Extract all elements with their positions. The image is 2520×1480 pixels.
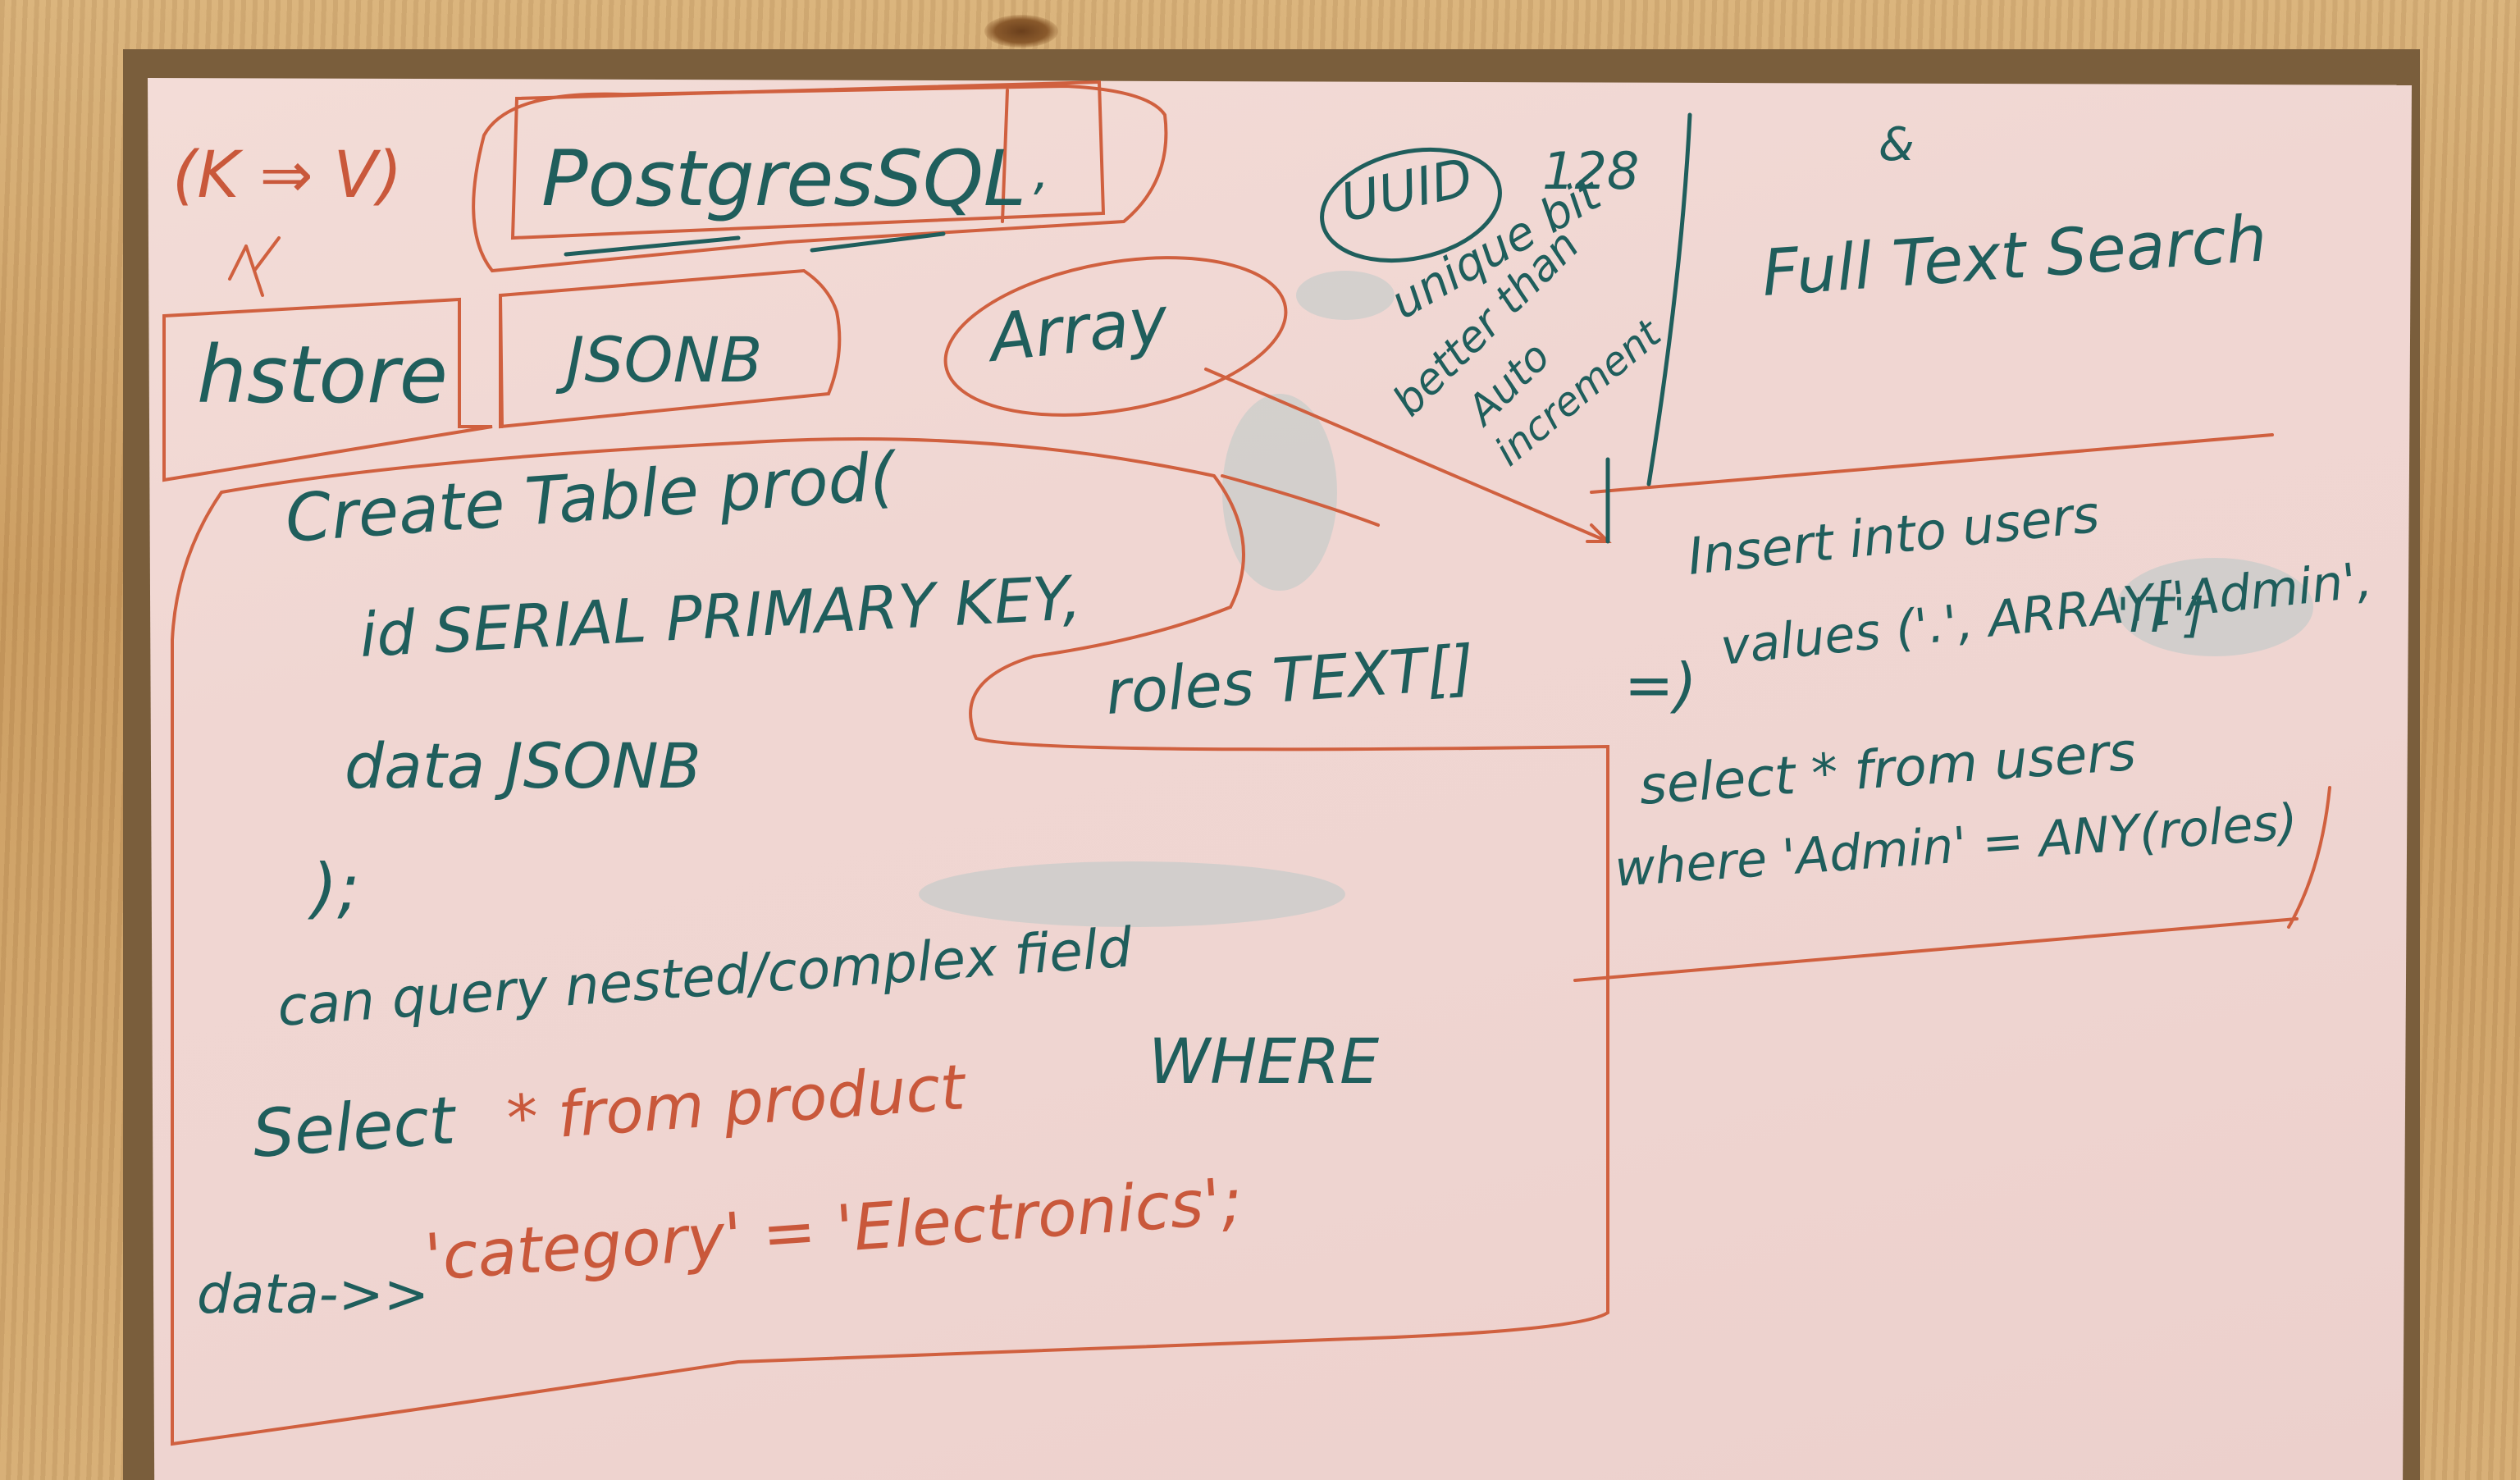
roles-arrow: =): [1624, 651, 1696, 719]
uuid-label: UUID: [1335, 148, 1478, 235]
uuid-bits: 128: [1542, 141, 1639, 201]
create-table-region: [171, 437, 1609, 1446]
kv-arrow: [228, 236, 281, 297]
kv-note: (K ⇒ V): [172, 139, 402, 212]
array-label: Array: [982, 282, 1172, 377]
array-link-line: [1221, 474, 1380, 527]
jsonb-box: [499, 268, 842, 429]
hstore-box: [162, 297, 493, 482]
insert-line1: Insert into users: [1685, 484, 2102, 587]
uuid-oval: [1320, 147, 1502, 263]
right-panel-edge: [2287, 786, 2331, 929]
eraser-smudge: [1296, 271, 1395, 320]
right-panel-bottom-line: [1573, 917, 2299, 982]
insert-line3: 'IT']: [2116, 587, 2204, 643]
roles-column: roles TEXT[]: [1103, 633, 1476, 729]
title-side-mark: ,: [1034, 144, 1049, 201]
query-from-clause: * from product: [504, 1050, 970, 1155]
create-table-line3: data JSONB: [345, 729, 701, 802]
title-outline: [472, 84, 1168, 273]
query-select-keyword: Select: [250, 1082, 459, 1172]
eraser-smudge: [2116, 558, 2313, 656]
query-data-operator: data->>: [197, 1263, 429, 1326]
query-where-keyword: WHERE: [1148, 1025, 1379, 1098]
eraser-smudge: [919, 861, 1345, 927]
whiteboard-surface: [148, 78, 2412, 1480]
wood-knot: [984, 15, 1058, 48]
uuid-divider: [1646, 112, 1692, 486]
query-condition: 'category' = 'Electronics';: [422, 1165, 1244, 1295]
title-divider: [1001, 89, 1009, 223]
page-title: PostgresSQL: [541, 135, 1026, 224]
title-underline: [564, 235, 741, 257]
title-box: [510, 80, 1106, 240]
create-table-line1: Create Table prod(: [283, 438, 901, 557]
query-note-line1: can query nested/complex field: [276, 916, 1135, 1039]
array-arrow-line: [1204, 368, 1609, 543]
hstore-jsonb-divider: [499, 294, 504, 428]
jsonb-label: JSONB: [555, 323, 762, 396]
create-table-line4: );: [308, 850, 359, 926]
select-line1: select * from users: [1637, 722, 2138, 817]
title-underline: [810, 231, 946, 253]
fts-label: Full Text Search: [1760, 202, 2269, 311]
fts-ampersand: &: [1879, 118, 1915, 171]
create-table-line2: id SERIAL PRIMARY KEY,: [358, 563, 1083, 671]
hstore-label: hstore: [197, 329, 448, 421]
array-oval: [943, 256, 1288, 417]
right-panel-top-line: [1590, 433, 2274, 494]
